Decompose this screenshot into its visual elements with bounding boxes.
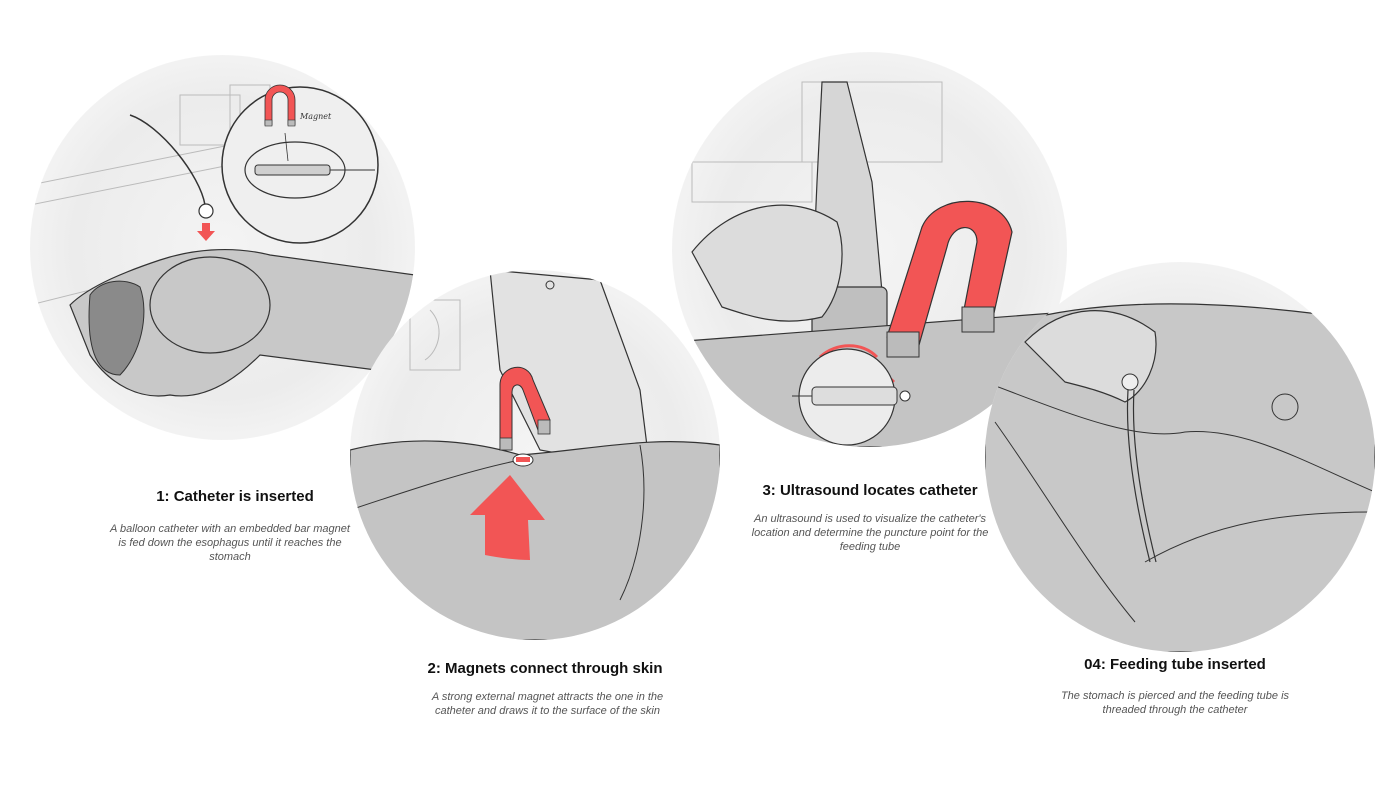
step-4-description: The stomach is pierced and the feeding t… [1050,689,1300,717]
step-2-title: 2: Magnets connect through skin [410,660,680,677]
step-1-title: 1: Catheter is inserted [110,488,360,505]
step-3-title: 3: Ultrasound locates catheter [740,482,1000,499]
arrow-down-icon [197,223,215,241]
step-4-title: 04: Feeding tube inserted [1050,656,1300,673]
feeding-tube-drawing [985,262,1375,652]
step-4-illustration [985,262,1375,652]
inset-label: Magnet [299,112,332,121]
step-2-illustration [350,270,720,640]
step-3-description: An ultrasound is used to visualize the c… [740,512,1000,554]
step-1-description: A balloon catheter with an embedded bar … [110,522,350,564]
magnet-to-skin-drawing [350,270,720,640]
step-2-description: A strong external magnet attracts the on… [415,690,680,718]
